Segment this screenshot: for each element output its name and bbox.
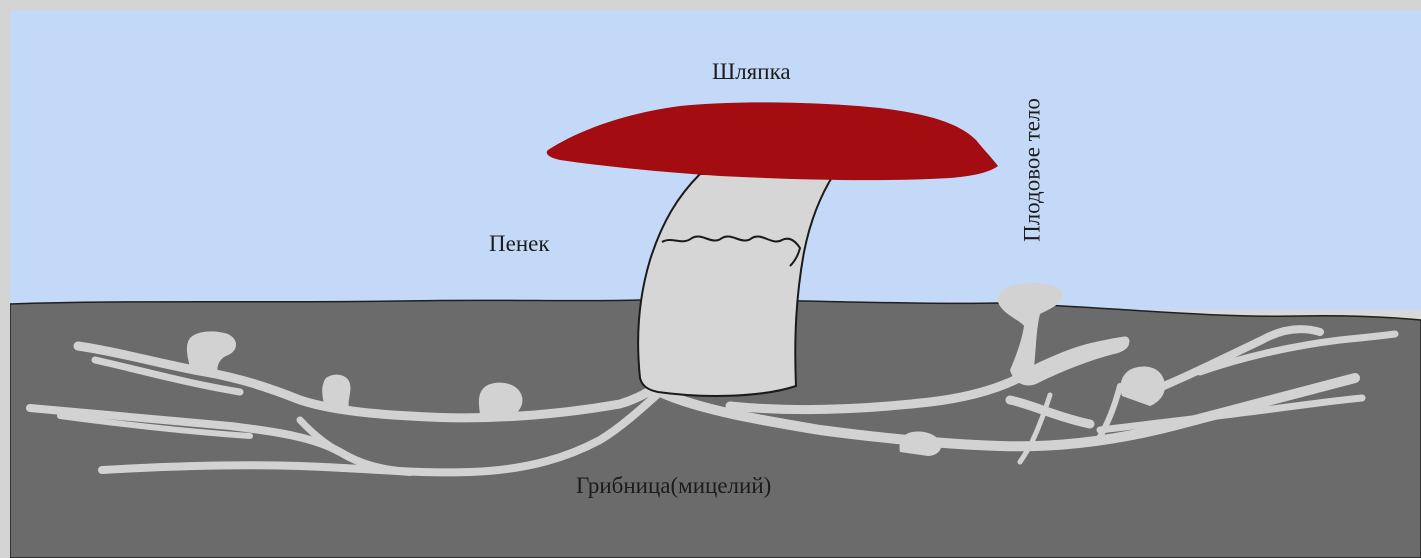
mycelium-knob [479,383,523,416]
mycelium-knob [322,375,350,412]
mycelium-label: Грибница(мицелий) [576,474,771,497]
cap-label: Шляпка [712,60,791,83]
frame-top-edge [0,0,1421,10]
frame-left-edge [0,0,10,558]
stump-label: Пенек [489,232,550,255]
fruiting-body-label: Плодовое тело [1021,98,1044,242]
